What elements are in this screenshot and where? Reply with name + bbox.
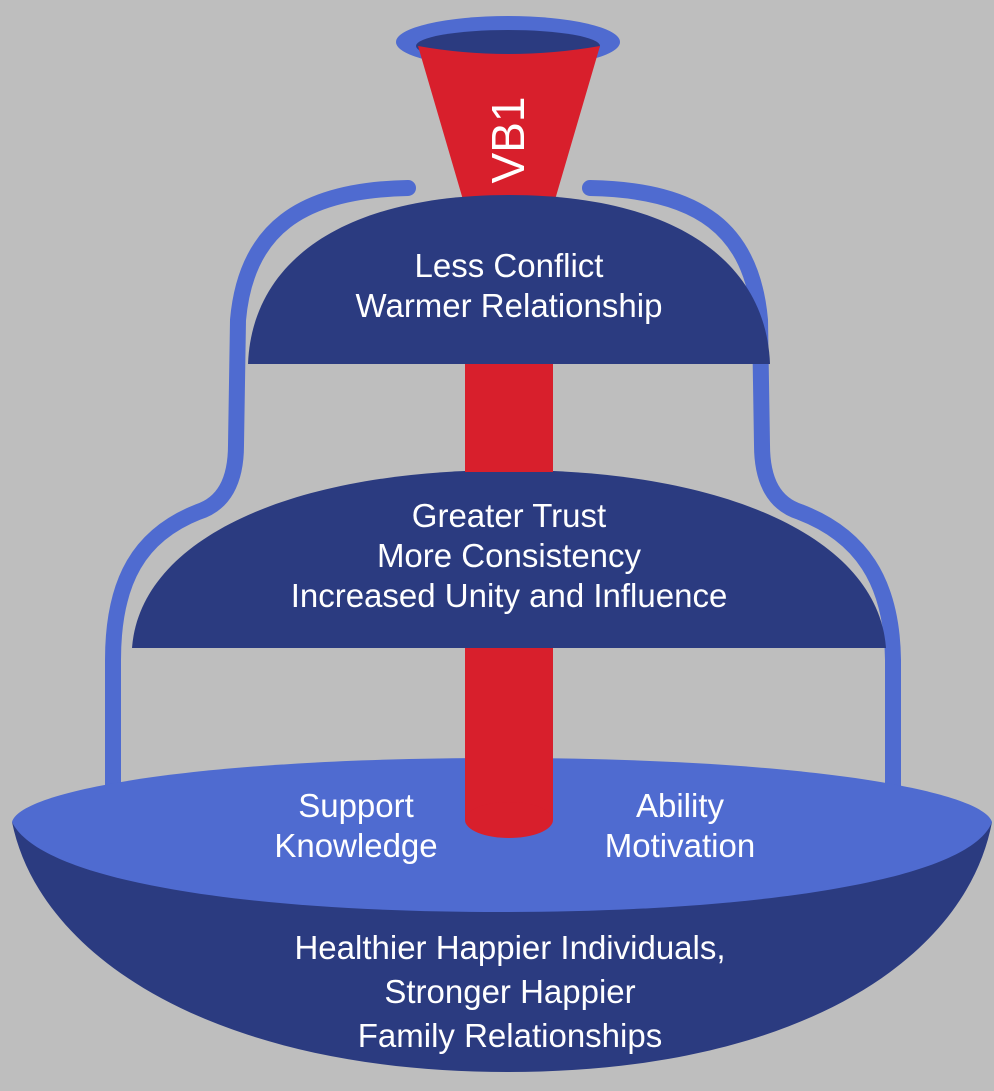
frame-outline xyxy=(105,180,901,818)
bowl-left-line-1: Support xyxy=(298,787,414,824)
tier-middle-line-2: More Consistency xyxy=(376,537,642,574)
tier-middle-shape xyxy=(132,470,886,648)
tier-top-line-1: Less Conflict xyxy=(414,247,604,284)
tier-top-text: Less Conflict Warmer Relationship xyxy=(248,246,770,326)
bowl-base xyxy=(12,822,992,1072)
bowl-right-text: Ability Motivation xyxy=(560,786,800,866)
tier-top-line-2: Warmer Relationship xyxy=(355,287,663,324)
tier-middle-text: Greater Trust More Consistency Increased… xyxy=(132,496,886,616)
bowl-right-line-1: Ability xyxy=(635,787,725,824)
bowl-left-line-2: Knowledge xyxy=(274,827,438,864)
tier-middle-line-1: Greater Trust xyxy=(411,497,607,534)
tier-top-shape xyxy=(248,195,770,364)
stem-shaft-upper xyxy=(465,364,553,472)
tier-middle-line-3: Increased Unity and Influence xyxy=(290,577,728,614)
bowl-bottom-text: Healthier Happier Individuals, Stronger … xyxy=(160,926,860,1058)
stem-funnel xyxy=(418,46,600,210)
stem-label: VB1 xyxy=(482,96,534,184)
bowl-bottom-line-1: Healthier Happier Individuals, xyxy=(294,929,726,966)
bowl-bottom-line-3: Family Relationships xyxy=(357,1017,663,1054)
bowl-right-line-2: Motivation xyxy=(604,827,756,864)
stem-shaft-bowl-end xyxy=(465,802,553,838)
bowl-left-text: Support Knowledge xyxy=(236,786,476,866)
bowl-bottom-line-2: Stronger Happier xyxy=(384,973,636,1010)
